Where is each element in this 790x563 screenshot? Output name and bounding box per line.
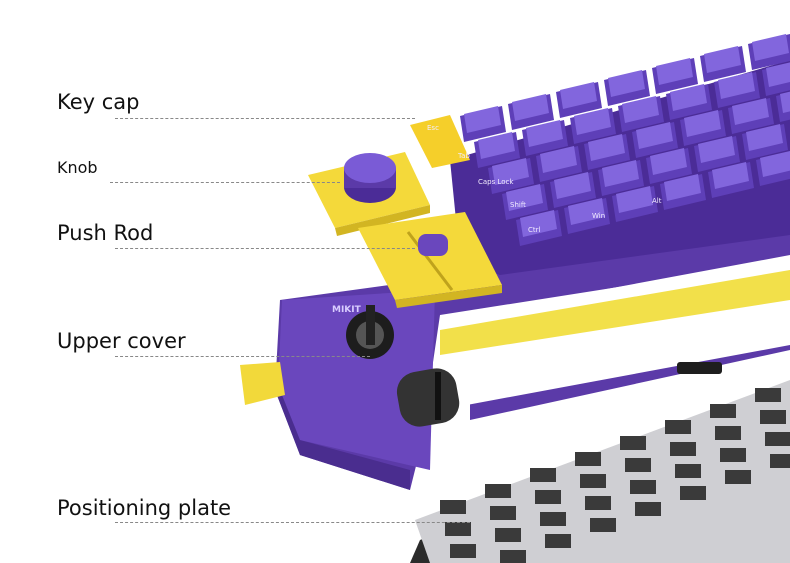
plate-switch-cutout: [535, 490, 561, 504]
keycap: [660, 174, 706, 210]
keycap: [748, 34, 790, 70]
leader-line-push-rod: [115, 248, 415, 249]
plate-switch-cutout: [670, 442, 696, 456]
leader-line-knob: [110, 182, 340, 183]
key-shift-legend: Shift: [510, 201, 526, 209]
keycap: [680, 110, 726, 146]
keycap: [652, 58, 698, 94]
keycap: [502, 184, 548, 220]
callout-push-rod: Push Rod: [57, 221, 154, 245]
callout-knob: Knob: [57, 158, 98, 177]
keycap-set: Esc Tab Caps Lock Shift Ctrl Win Alt: [410, 34, 790, 275]
keycap: [646, 148, 692, 184]
plate-switch-cutout: [755, 388, 781, 402]
keycap: [584, 134, 630, 170]
plate-switch-cutout: [485, 484, 511, 498]
keycap: [508, 94, 554, 130]
keycap: [756, 150, 790, 186]
keycap: [488, 158, 534, 194]
keycap: [632, 122, 678, 158]
keycap: [694, 136, 740, 172]
plate-switch-cutout: [675, 464, 701, 478]
keycap: [556, 82, 602, 118]
key-ctrl-legend: Ctrl: [528, 226, 541, 234]
upper-cover: MIKIT: [240, 230, 790, 490]
keycap: [666, 84, 712, 120]
plate-switch-cutout: [440, 500, 466, 514]
keycap: [570, 108, 616, 144]
plate-switch-cutout: [720, 448, 746, 462]
plate-switch-cutout: [770, 454, 790, 468]
plate-switch-cutout: [725, 470, 751, 484]
keycap: [612, 186, 658, 222]
plate-switch-cutout: [495, 528, 521, 542]
plate-switch-cutout: [680, 486, 706, 500]
plate-switch-cutout: [500, 550, 526, 563]
key-alt-legend: Alt: [652, 197, 662, 205]
key-win-legend: Win: [592, 212, 605, 220]
keycap: [460, 106, 506, 142]
knob-module: [308, 152, 430, 236]
key-caps-legend: Caps Lock: [478, 178, 514, 186]
plate-switch-cutout: [665, 420, 691, 434]
leader-line-key-cap: [115, 118, 415, 119]
plate-switch-cutout: [590, 518, 616, 532]
plate-switch-cutout: [545, 534, 571, 548]
plate-switch-cutout: [620, 436, 646, 450]
keycap: [550, 172, 596, 208]
keycap: [604, 70, 650, 106]
plate-switch-cutout: [630, 480, 656, 494]
leader-line-upper-cover: [115, 356, 370, 357]
keycap: [522, 120, 568, 156]
keycap: [474, 132, 520, 168]
keycap: [700, 46, 746, 82]
leader-line-positioning-plate: [115, 522, 470, 523]
keycap: [536, 146, 582, 182]
callout-positioning-plate: Positioning plate: [57, 496, 232, 520]
keycap: [728, 98, 774, 134]
keycap: [708, 162, 754, 198]
plate-switch-cutout: [530, 468, 556, 482]
plate-switch-cutout: [760, 410, 786, 424]
keycap: [762, 62, 790, 96]
keycap: [714, 72, 760, 108]
plate-switch-cutout: [575, 452, 601, 466]
keycap: [618, 96, 664, 132]
plate-switch-cutout: [490, 506, 516, 520]
push-rod-module: [358, 212, 502, 308]
plate-switch-cutout: [635, 502, 661, 516]
keycap: [776, 91, 790, 122]
plate-switch-cutout: [585, 496, 611, 510]
key-esc-legend: Esc: [427, 124, 439, 132]
plate-switch-cutout: [625, 458, 651, 472]
plate-switch-cutout: [540, 512, 566, 526]
plate-switch-cutout: [710, 404, 736, 418]
keycap: [564, 198, 610, 234]
keycap: [742, 124, 788, 160]
plate-switch-cutout: [445, 522, 471, 536]
plate-switch-cutout: [715, 426, 741, 440]
plate-switch-cutout: [580, 474, 606, 488]
plate-switch-cutout: [450, 544, 476, 558]
plate-switch-cutout: [765, 432, 790, 446]
logo-text: MIKIT: [332, 305, 362, 315]
positioning-plate: [410, 380, 790, 563]
callout-key-cap: Key cap: [57, 90, 140, 114]
key-tab-legend: Tab: [457, 152, 470, 160]
keycap: [516, 210, 562, 246]
keycap: [598, 160, 644, 196]
callout-upper-cover: Upper cover: [57, 329, 186, 353]
